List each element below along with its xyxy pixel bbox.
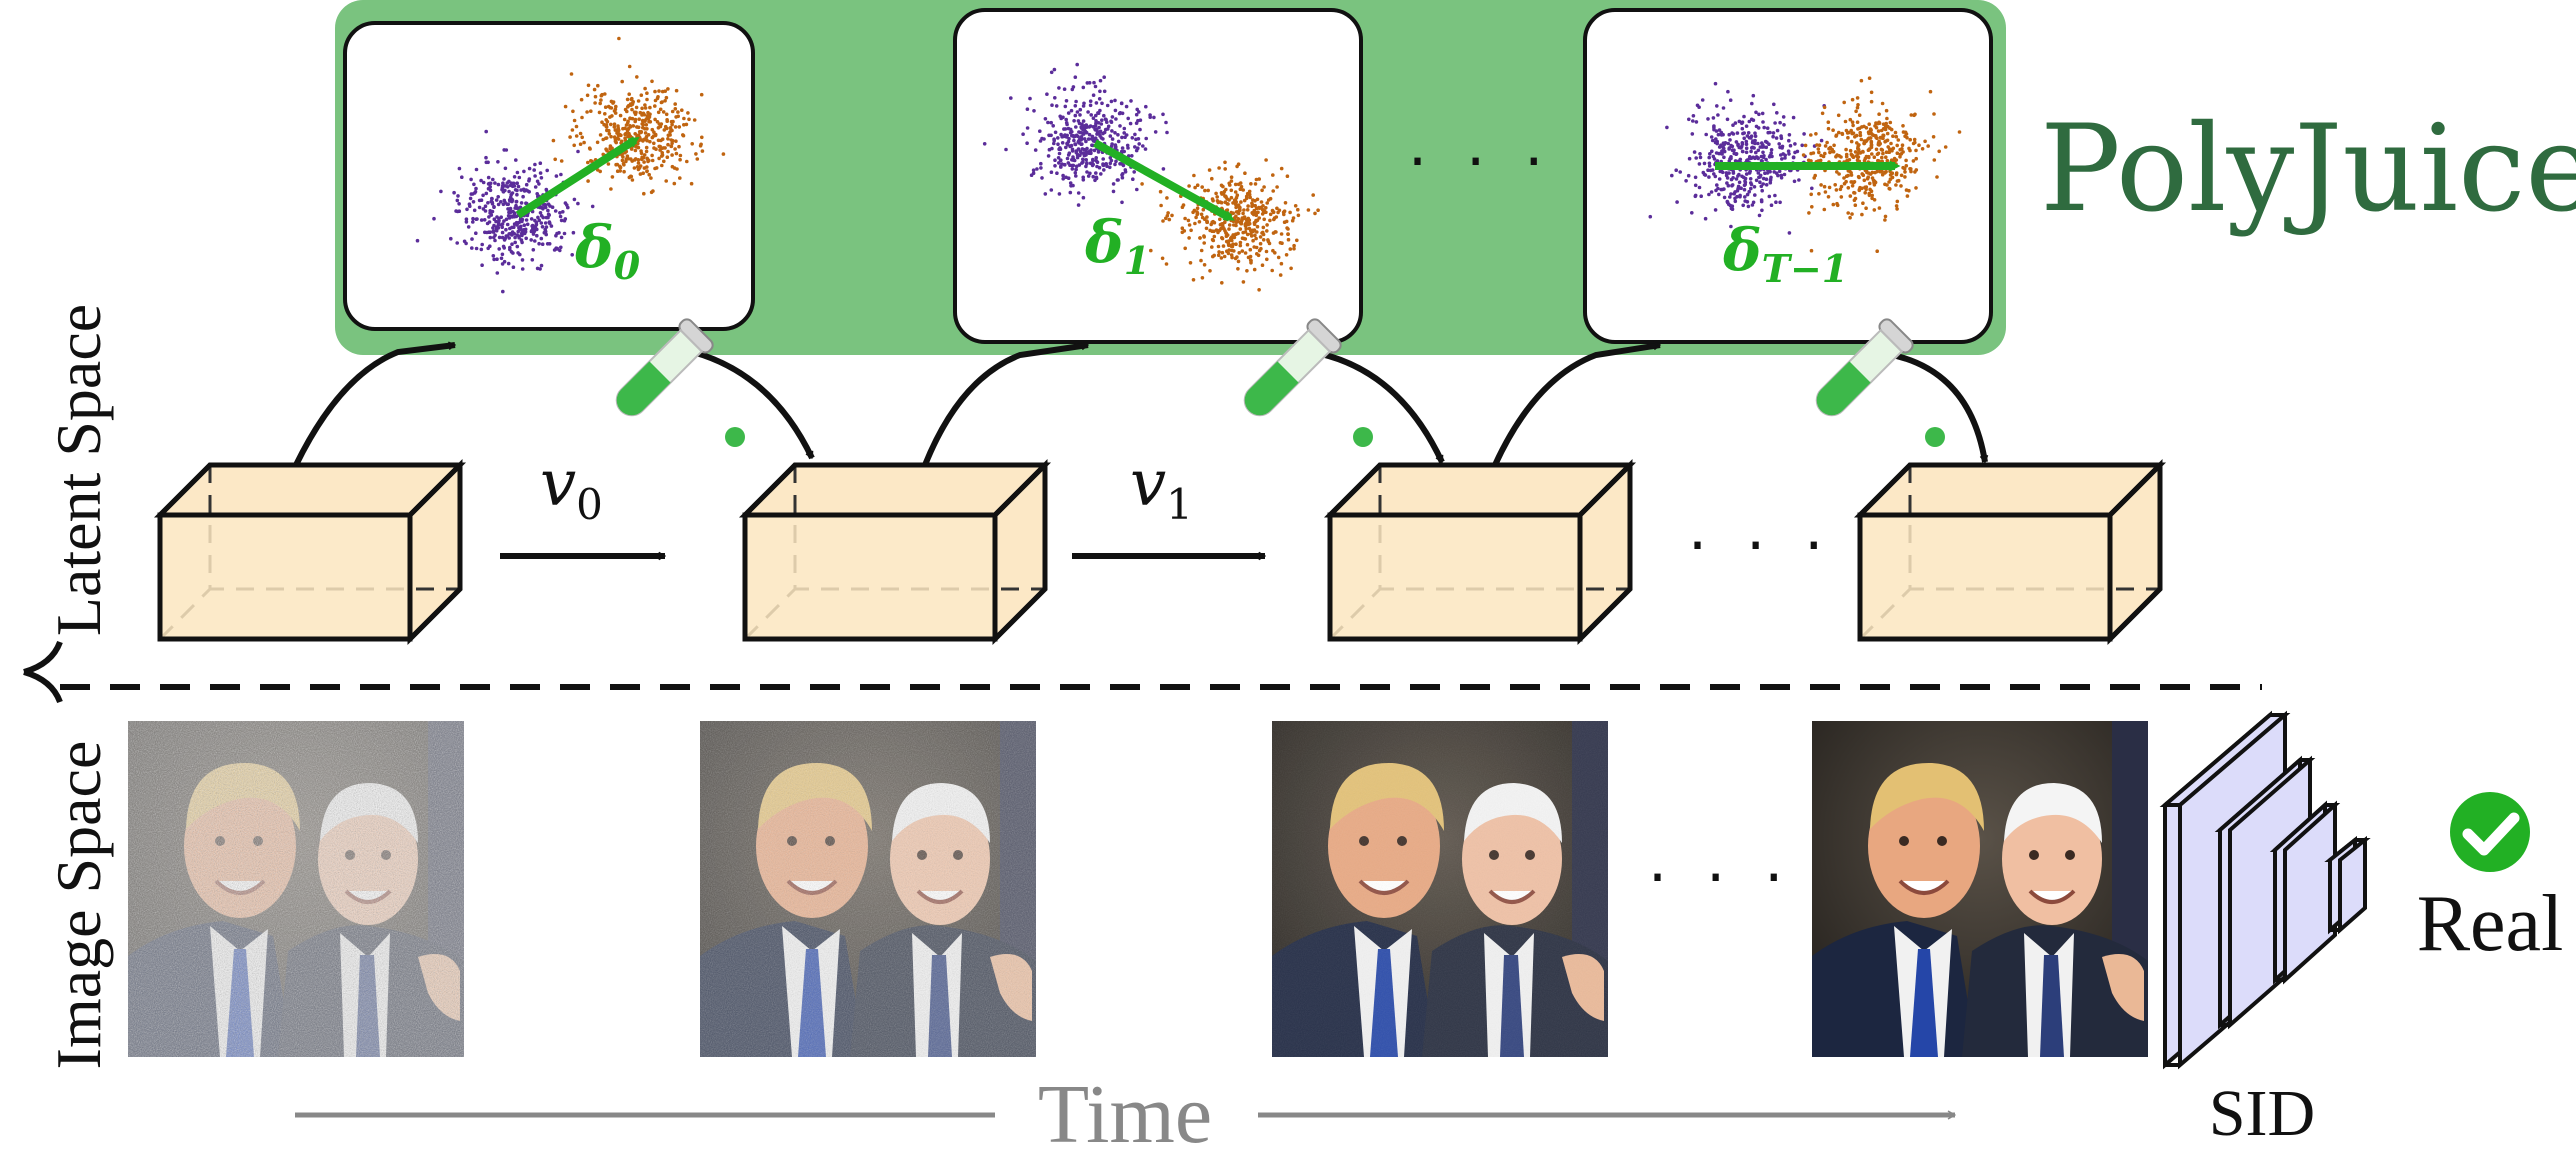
space-divider-brace xyxy=(23,640,63,704)
image-space-label: Image Space xyxy=(43,741,114,1070)
velocity-base: v xyxy=(1130,447,1166,521)
distribution-panel: δ1 xyxy=(953,8,1363,344)
latent-box xyxy=(1853,458,2167,646)
latent-ellipsis: · · · xyxy=(1688,511,1833,581)
droplet xyxy=(1925,427,1945,447)
title: PolyJuice xyxy=(2040,100,2576,239)
test-tube-icon xyxy=(1815,318,1914,417)
box-front-face xyxy=(1857,512,2113,642)
panel-to-latent-arrow xyxy=(1311,349,1445,464)
sid-detector-icon xyxy=(2159,710,2371,1070)
portrait-photo-icon xyxy=(1810,719,2150,1059)
box-front-face xyxy=(157,512,413,642)
panel-frame xyxy=(1583,8,1993,344)
velocity-label: v0 xyxy=(540,447,603,529)
delta-base: δ xyxy=(574,213,614,281)
panel-to-latent-arrow xyxy=(1887,351,1989,463)
delta-base: δ xyxy=(1722,216,1762,284)
delta-subscript: 1 xyxy=(1124,238,1150,283)
image-ellipsis: · · · xyxy=(1648,843,1793,913)
box-front-face xyxy=(742,512,998,642)
latent-box xyxy=(1323,458,1637,646)
distribution-panel: δ0 xyxy=(343,21,755,331)
time-label: Time xyxy=(1038,1068,1212,1161)
delta-arrow xyxy=(515,136,640,219)
scatter-two-clusters-icon xyxy=(415,36,726,294)
detector-label: SID xyxy=(2209,1077,2315,1150)
box-front-face xyxy=(1327,512,1583,642)
delta-label: δ0 xyxy=(574,213,641,288)
delta-subscript: T−1 xyxy=(1762,246,1849,291)
check-circle-icon xyxy=(2450,792,2530,872)
latent-box xyxy=(738,458,1052,646)
delta-subscript: 0 xyxy=(614,243,641,288)
test-tube-icon xyxy=(615,318,714,417)
velocity-base: v xyxy=(540,447,576,521)
velocity-label: v1 xyxy=(1130,447,1193,529)
panel-to-latent-arrow xyxy=(684,347,815,460)
droplet xyxy=(725,427,745,447)
delta-label: δT−1 xyxy=(1722,216,1848,291)
velocity-subscript: 1 xyxy=(1166,480,1193,529)
detector-result: Real xyxy=(2417,880,2564,968)
latent-space-label: Latent Space xyxy=(43,304,114,636)
panels-ellipsis: · · · xyxy=(1408,127,1553,197)
delta-label: δ1 xyxy=(1084,208,1150,283)
latent-box xyxy=(153,458,467,646)
droplet xyxy=(1353,427,1373,447)
delta-arrow xyxy=(1093,139,1235,222)
panel-frame xyxy=(343,21,755,331)
portrait-photo-icon xyxy=(698,719,1038,1059)
latent-to-panel-arrow xyxy=(922,341,1089,467)
latent-to-panel-arrow xyxy=(293,341,456,467)
latent-to-panel-arrow xyxy=(1492,341,1661,467)
portrait-photo-icon xyxy=(1270,719,1610,1059)
distribution-panel: δT−1 xyxy=(1583,8,1993,344)
test-tube-icon xyxy=(1243,318,1342,417)
delta-base: δ xyxy=(1084,208,1124,276)
velocity-subscript: 0 xyxy=(576,480,603,529)
portrait-photo-icon xyxy=(126,719,466,1059)
